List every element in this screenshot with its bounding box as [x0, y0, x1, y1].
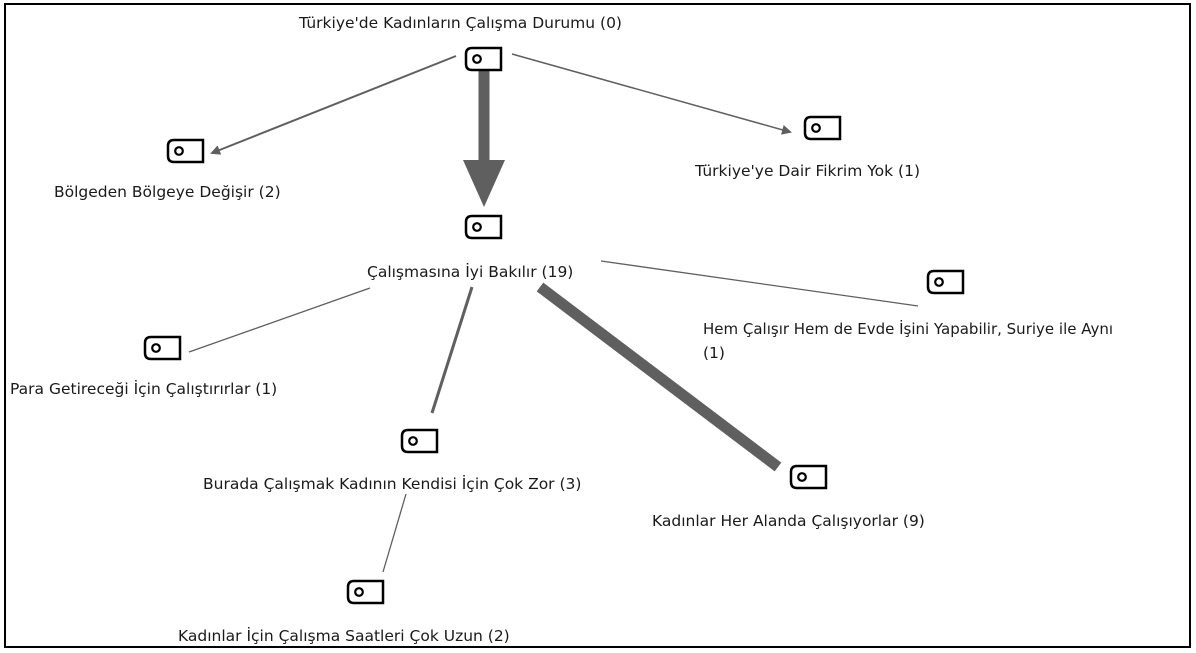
edge-n0-n1: [210, 55, 457, 155]
node-label-n7: Kadınlar Her Alanda Çalışıyorlar (9): [652, 512, 925, 530]
edge-n3-n6: [430, 286, 474, 414]
tag-icon[interactable]: [464, 214, 504, 240]
tag-icon[interactable]: [789, 464, 829, 490]
node-label-n1: Bölgeden Bölgeye Değişir (2): [54, 183, 281, 201]
edge-n6-n8: [382, 493, 407, 573]
tag-icon[interactable]: [143, 335, 183, 361]
edge-n3-n5: [188, 287, 371, 353]
tag-icon[interactable]: [464, 46, 504, 72]
tag-icon[interactable]: [166, 138, 206, 164]
edge-n0-n2: [511, 53, 792, 135]
node-label-n4-line2: (1): [703, 344, 725, 362]
node-label-n2: Türkiye'ye Dair Fikrim Yok (1): [695, 162, 920, 180]
tag-icon[interactable]: [926, 269, 966, 295]
edge-n3-n7: [536, 282, 782, 472]
tag-icon[interactable]: [346, 579, 386, 605]
node-label-n3: Çalışmasına İyi Bakılır (19): [367, 263, 574, 281]
tag-icon[interactable]: [803, 115, 843, 141]
node-label-n6: Burada Çalışmak Kadının Kendisi İçin Çok…: [203, 475, 582, 493]
node-label-n4: Hem Çalışır Hem de Evde İşini Yapabilir,…: [703, 320, 1114, 338]
node-label-n5: Para Getireceği İçin Çalıştırırlar (1): [10, 380, 278, 398]
node-label-n0: Türkiye'de Kadınların Çalışma Durumu (0): [299, 14, 622, 32]
edge-n3-n4: [600, 260, 919, 307]
edge-n0-n3-arrowhead: [463, 160, 505, 207]
tag-icon[interactable]: [400, 428, 440, 454]
node-label-n8: Kadınlar İçin Çalışma Saatleri Çok Uzun …: [178, 627, 510, 645]
